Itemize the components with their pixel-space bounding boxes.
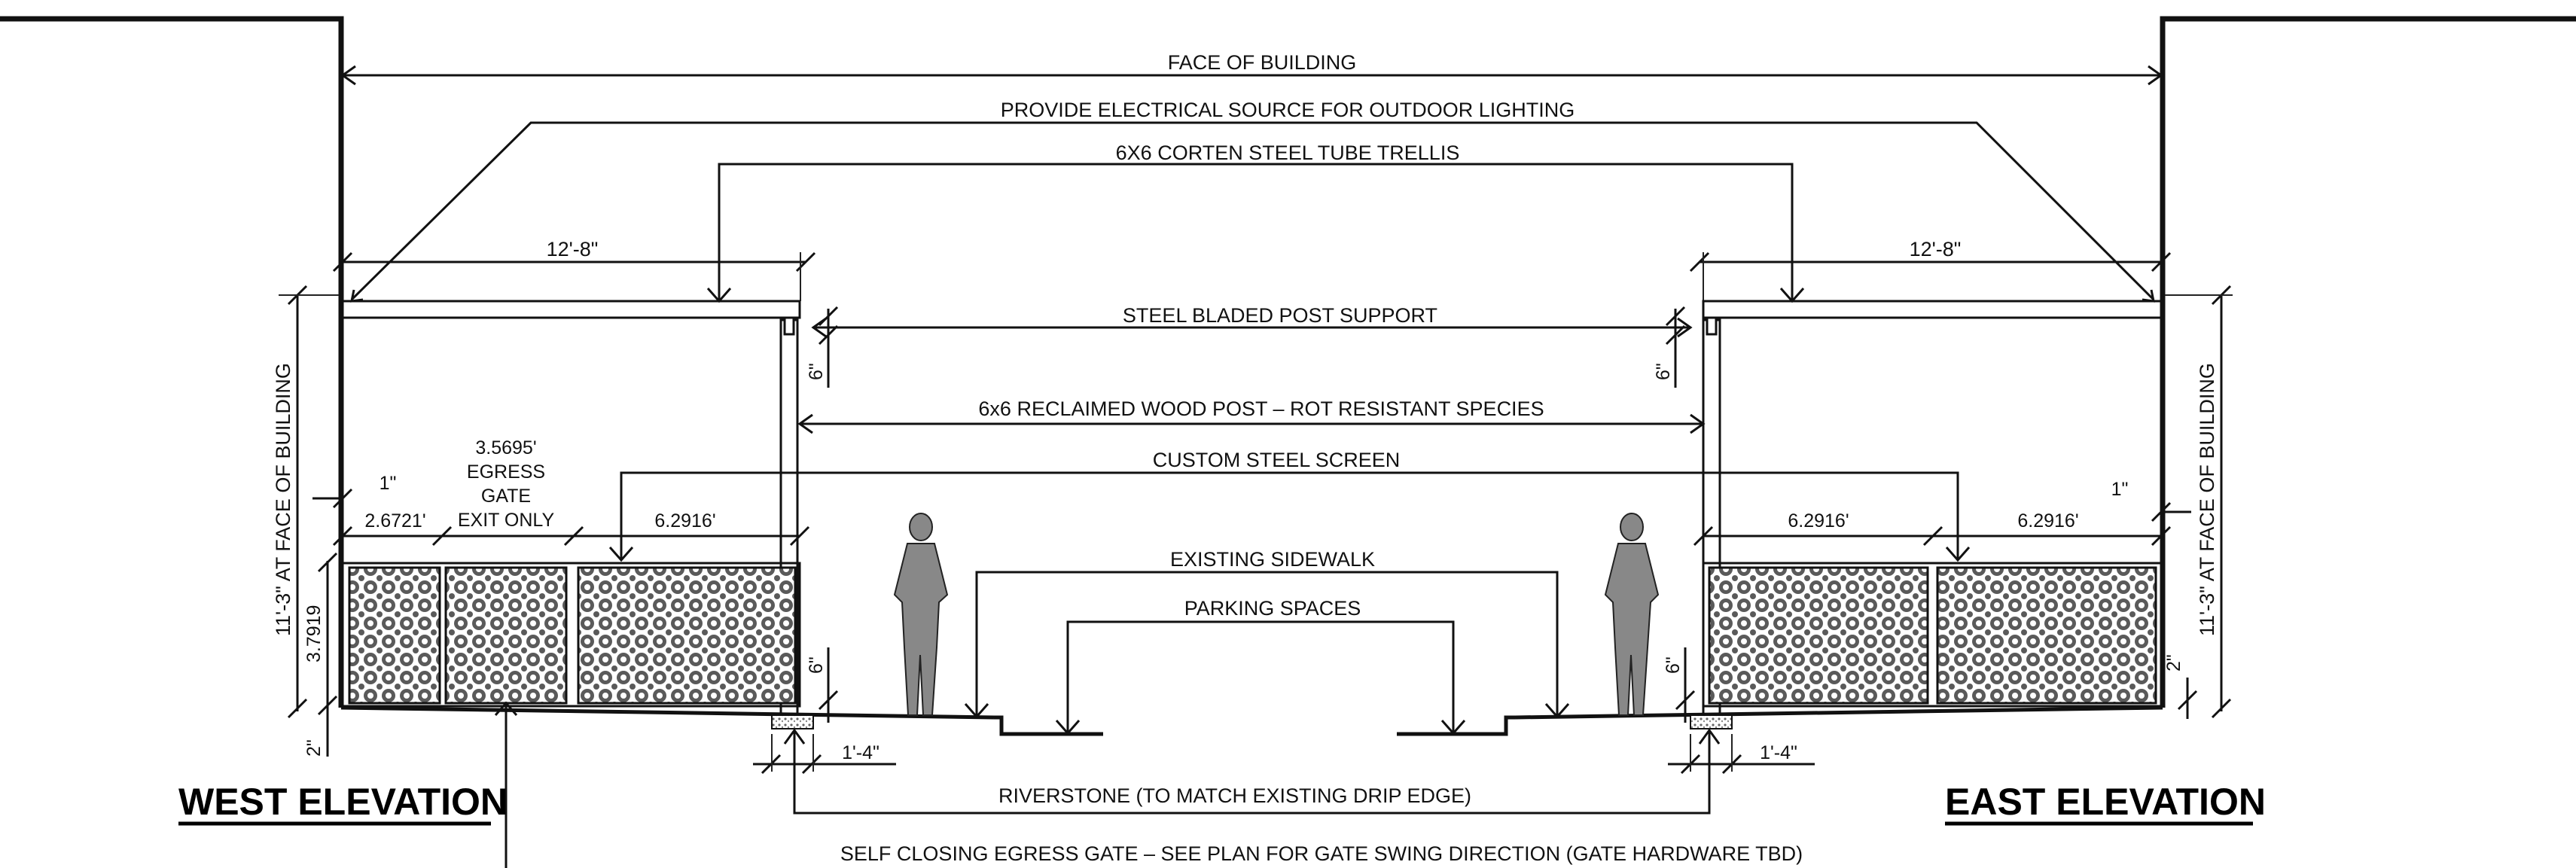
west-panel-gate — [444, 566, 568, 705]
self-closing-label: SELF CLOSING EGRESS GATE – SEE PLAN FOR … — [840, 842, 1803, 865]
east-panel-1 — [1708, 566, 1929, 705]
egress-gate-line-3: GATE — [481, 486, 531, 507]
riverstone-label: RIVERSTONE (TO MATCH EXISTING DRIP EDGE) — [998, 784, 1471, 807]
west-one-inch-label: 1" — [380, 473, 397, 494]
west-span-label: 12'-8" — [547, 238, 599, 260]
east-person-figure — [1604, 513, 1660, 716]
west-two-inch-label: 2" — [303, 739, 325, 757]
trellis-label: 6X6 CORTEN STEEL TUBE TRELLIS — [1116, 142, 1460, 164]
west-elevation-title: WEST ELEVATION — [178, 781, 508, 826]
west-height-label: 11'-3" AT FACE OF BUILDING — [272, 363, 294, 636]
east-height-dimension: 11'-3" AT FACE OF BUILDING 2" — [2163, 285, 2233, 719]
west-height-dimension: 11'-3" AT FACE OF BUILDING 3.7919 2" — [272, 285, 339, 757]
west-title-text: WEST ELEVATION — [178, 781, 508, 823]
east-one-four-dimension: 1'-4" — [1668, 734, 1815, 775]
west-panel-dimensions: 2.6721' 6.2916' 3.5695' EGRESS GATE EXIT… — [312, 437, 810, 547]
electrical-label: PROVIDE ELECTRICAL SOURCE FOR OUTDOOR LI… — [1001, 99, 1575, 121]
egress-gate-line-2: EGRESS — [467, 461, 545, 483]
west-riverstone — [771, 714, 814, 729]
west-span-dimension: 12'-8" — [332, 238, 816, 301]
west-one-four-label: 1'-4" — [842, 742, 879, 763]
electrical-leader: PROVIDE ELECTRICAL SOURCE FOR OUTDOOR LI… — [350, 99, 2155, 303]
face-of-building-dimension: FACE OF BUILDING — [340, 51, 2163, 86]
east-six-inch-label: 6" — [1653, 363, 1674, 380]
steel-screen-label: CUSTOM STEEL SCREEN — [1153, 449, 1401, 471]
west-screen-height-label: 3.7919 — [303, 605, 325, 662]
west-panel-small-label: 2.6721' — [364, 510, 425, 531]
trellis-leader: 6X6 CORTEN STEEL TUBE TRELLIS — [706, 142, 1805, 303]
parking-spaces-label: PARKING SPACES — [1184, 597, 1361, 620]
egress-gate-line-1: 3.5695' — [475, 437, 536, 458]
east-six-inch-dimension: 6" — [1653, 306, 1686, 388]
east-span-dimension: 12'-8" — [1689, 238, 2172, 301]
east-grade-line — [1397, 705, 2163, 736]
west-panel-large-label: 6.2916' — [654, 510, 715, 531]
self-closing-gate-leader: SELF CLOSING EGRESS GATE – SEE PLAN FOR … — [494, 701, 1803, 868]
west-grade-line — [340, 705, 1103, 736]
east-lower-six: 6" — [1663, 647, 1696, 723]
west-person-figure — [893, 513, 949, 716]
steel-bladed-label: STEEL BLADED POST SUPPORT — [1123, 304, 1437, 327]
east-span-label: 12'-8" — [1910, 238, 1962, 260]
east-screen — [1702, 562, 2163, 708]
east-one-inch-label: 1" — [2111, 479, 2129, 500]
east-one-four-label: 1'-4" — [1760, 742, 1797, 763]
east-riverstone — [1690, 714, 1733, 729]
west-six-inch-label: 6" — [806, 363, 827, 380]
egress-gate-line-4: EXIT ONLY — [458, 510, 555, 531]
east-two-inch-label: 2" — [2163, 654, 2184, 672]
wood-post-dimension: 6x6 RECLAIMED WOOD POST – ROT RESISTANT … — [797, 397, 1706, 434]
steel-bladed-dimension: STEEL BLADED POST SUPPORT — [811, 304, 1693, 338]
existing-sidewalk-leader: EXISTING SIDEWALK — [964, 548, 1570, 719]
face-of-building-label: FACE OF BUILDING — [1168, 51, 1357, 74]
wood-post-label: 6x6 RECLAIMED WOOD POST – ROT RESISTANT … — [978, 397, 1544, 420]
east-trellis-beam — [1702, 300, 2163, 319]
west-six-inch-dimension: 6" — [806, 306, 839, 388]
east-panel-2-label: 6.2916' — [2017, 510, 2078, 531]
west-building-wall — [0, 16, 344, 708]
east-title-text: EAST ELEVATION — [1945, 781, 2266, 823]
riverstone-leader: RIVERSTONE (TO MATCH EXISTING DRIP EDGE) — [783, 728, 1721, 815]
east-panel-1-label: 6.2916' — [1788, 510, 1849, 531]
parking-spaces-leader: PARKING SPACES — [1055, 597, 1466, 736]
steel-screen-leader: CUSTOM STEEL SCREEN — [608, 449, 1971, 562]
west-lower-six-label: 6" — [806, 656, 827, 674]
east-panel-2 — [1936, 566, 2157, 705]
east-lower-six-label: 6" — [1663, 656, 1684, 674]
west-lower-six: 6" — [806, 647, 839, 723]
east-panel-dimensions: 6.2916' 6.2916' 1" — [1693, 479, 2191, 547]
west-panel-1 — [348, 566, 441, 705]
east-elevation-title: EAST ELEVATION — [1945, 781, 2266, 826]
west-screen — [341, 562, 801, 708]
west-one-four-dimension: 1'-4" — [753, 734, 896, 775]
existing-sidewalk-label: EXISTING SIDEWALK — [1170, 548, 1375, 571]
west-trellis-beam — [341, 300, 801, 319]
east-height-label: 11'-3" AT FACE OF BUILDING — [2196, 363, 2218, 636]
west-panel-3 — [577, 566, 797, 705]
east-building-wall — [2160, 16, 2576, 708]
